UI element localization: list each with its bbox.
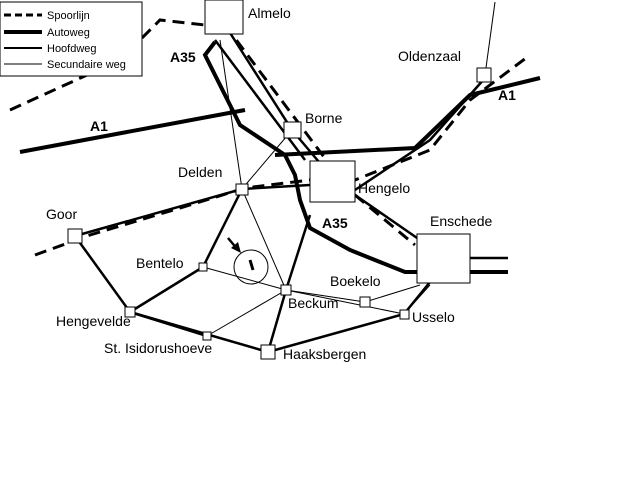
label-haaksbergen: Haaksbergen (283, 346, 366, 362)
road-beckum-boekelo (285, 289, 366, 303)
road-bentelo-beckum (202, 266, 287, 291)
legend-label-secondary: Secundaire weg (47, 59, 126, 71)
label-bentelo: Bentelo (136, 255, 184, 271)
road-delden-beckum (241, 188, 287, 291)
label-borne: Borne (305, 110, 343, 126)
label-beckum: Beckum (288, 295, 339, 311)
town-symbol-isidorushoeve (202, 331, 212, 341)
road-labels: A35 A35 A1 A1 (90, 49, 516, 231)
town-symbol-delden (235, 183, 249, 196)
road-bentelo-delden (201, 188, 244, 268)
town-symbol-borne (283, 121, 302, 139)
town-symbol-usselo (399, 309, 410, 320)
rail-hengelo-enschede (354, 193, 416, 247)
town-symbol-boekelo (359, 296, 371, 308)
label-hengelo: Hengelo (358, 180, 410, 196)
town-symbol-beckum (280, 284, 292, 296)
town-symbol-goor (67, 228, 83, 244)
label-almelo: Almelo (248, 5, 291, 21)
label-oldenzaal: Oldenzaal (398, 48, 461, 64)
legend: Spoorlijn Autoweg Hoofdweg Secundaire we… (0, 1, 143, 77)
motorway-a1-central (274, 76, 541, 157)
rail-northwest (9, 18, 206, 112)
arrow-icon-head (231, 242, 241, 253)
legend-label-motorway: Autoweg (47, 27, 90, 39)
town-symbol-hengelo (309, 160, 356, 203)
label-a35-north: A35 (170, 49, 196, 65)
label-boekelo: Boekelo (330, 273, 381, 289)
legend-item-rail: Spoorlijn (4, 10, 90, 22)
road-isidorushoeve-beckum (206, 289, 287, 337)
town-symbol-enschede (416, 233, 471, 284)
road-hengevelde-bentelo (129, 265, 204, 314)
road-hengelo-enschede (354, 193, 421, 242)
legend-label-rail: Spoorlijn (47, 10, 90, 22)
legend-item-secondary: Secundaire weg (4, 59, 126, 71)
legend-item-main: Hoofdweg (4, 43, 97, 55)
location-marker-icon (227, 237, 269, 285)
place-labels: Almelo Oldenzaal Borne Delden Hengelo Go… (46, 5, 492, 362)
motorway-a1-west (19, 108, 246, 154)
marker-circle (233, 249, 269, 285)
label-enschede: Enschede (430, 213, 492, 229)
town-symbol-almelo (204, 0, 244, 35)
label-a1-west: A1 (90, 118, 108, 134)
marker-dash (248, 259, 255, 271)
road-haaksbergen-beckum-hengelo (266, 214, 312, 353)
label-st-isidorushoeve: St. Isidorushoeve (104, 340, 212, 356)
legend-item-motorway: Autoweg (4, 27, 90, 39)
town-symbols (67, 0, 492, 360)
secondary-roads (202, 1, 496, 337)
road-beckum-usselo (285, 289, 405, 315)
town-symbol-bentelo (198, 262, 208, 272)
road-boekelo-enschede (364, 284, 421, 303)
road-oldenzaal-north (484, 1, 496, 76)
label-a35-south: A35 (322, 215, 348, 231)
legend-label-main: Hoofdweg (47, 43, 97, 55)
rail-hengelo-oldenzaal (329, 53, 531, 192)
label-hengevelde: Hengevelde (56, 313, 131, 329)
legend-box (0, 1, 143, 77)
label-a1-east: A1 (498, 87, 516, 103)
town-symbol-oldenzaal (476, 67, 492, 83)
town-symbol-hengevelde (124, 306, 136, 318)
road-goor-hengevelde (73, 235, 132, 313)
label-goor: Goor (46, 206, 77, 222)
road-delden-borne (241, 129, 293, 190)
rail-almelo-hengelo (223, 24, 332, 166)
road-almelo-hengelo-east (214, 39, 306, 161)
label-usselo: Usselo (412, 309, 455, 325)
label-delden: Delden (178, 164, 222, 180)
road-hengevelde-haaksbergen (129, 310, 269, 354)
town-symbol-haaksbergen (260, 344, 276, 360)
